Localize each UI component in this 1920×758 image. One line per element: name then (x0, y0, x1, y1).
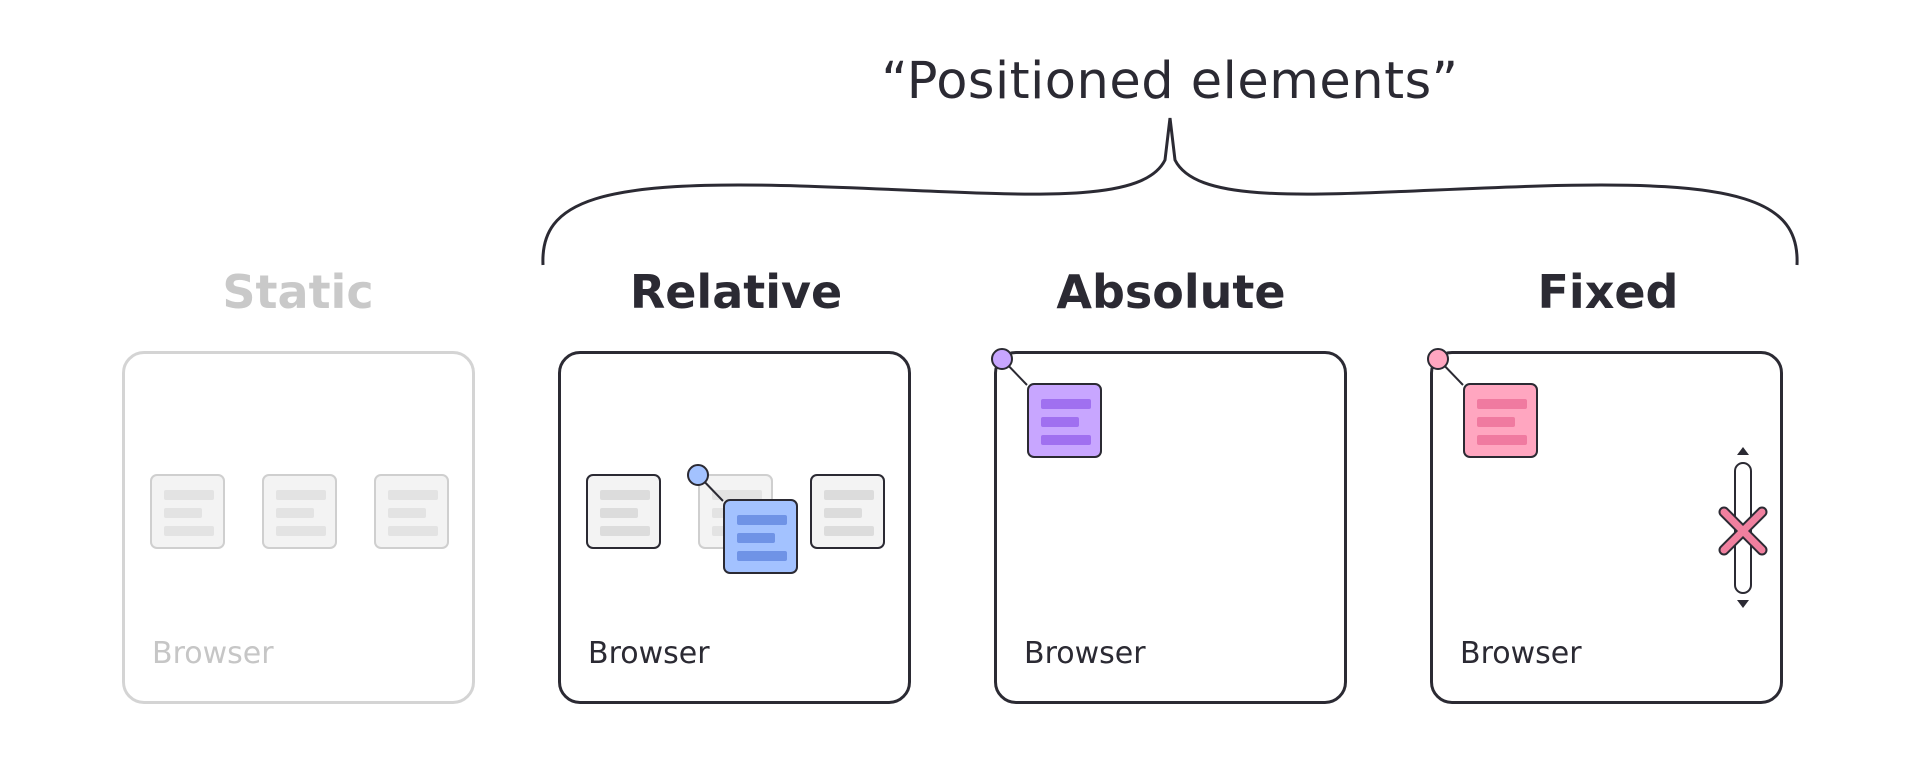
document-icon (810, 474, 885, 549)
browser-label: Browser (1024, 636, 1146, 671)
group-title: “Positioned elements” (881, 52, 1459, 111)
column-title-static: Static (222, 265, 374, 319)
document-relative-icon (723, 499, 798, 574)
browser-label: Browser (588, 636, 710, 671)
column-title-fixed: Fixed (1537, 265, 1679, 319)
column-title-absolute: Absolute (1056, 265, 1286, 319)
browser-label: Browser (152, 636, 274, 671)
document-absolute-icon (1027, 383, 1102, 458)
browser-absolute: Browser (994, 351, 1347, 704)
browser-label: Browser (1460, 636, 1582, 671)
document-fixed-icon (1463, 383, 1538, 458)
browser-relative: Browser (558, 351, 911, 704)
browser-static: Browser (122, 351, 475, 704)
browser-fixed: Browser (1430, 351, 1783, 704)
column-title-relative: Relative (629, 265, 843, 319)
document-icon (374, 474, 449, 549)
document-icon (262, 474, 337, 549)
document-icon (586, 474, 661, 549)
document-icon (150, 474, 225, 549)
